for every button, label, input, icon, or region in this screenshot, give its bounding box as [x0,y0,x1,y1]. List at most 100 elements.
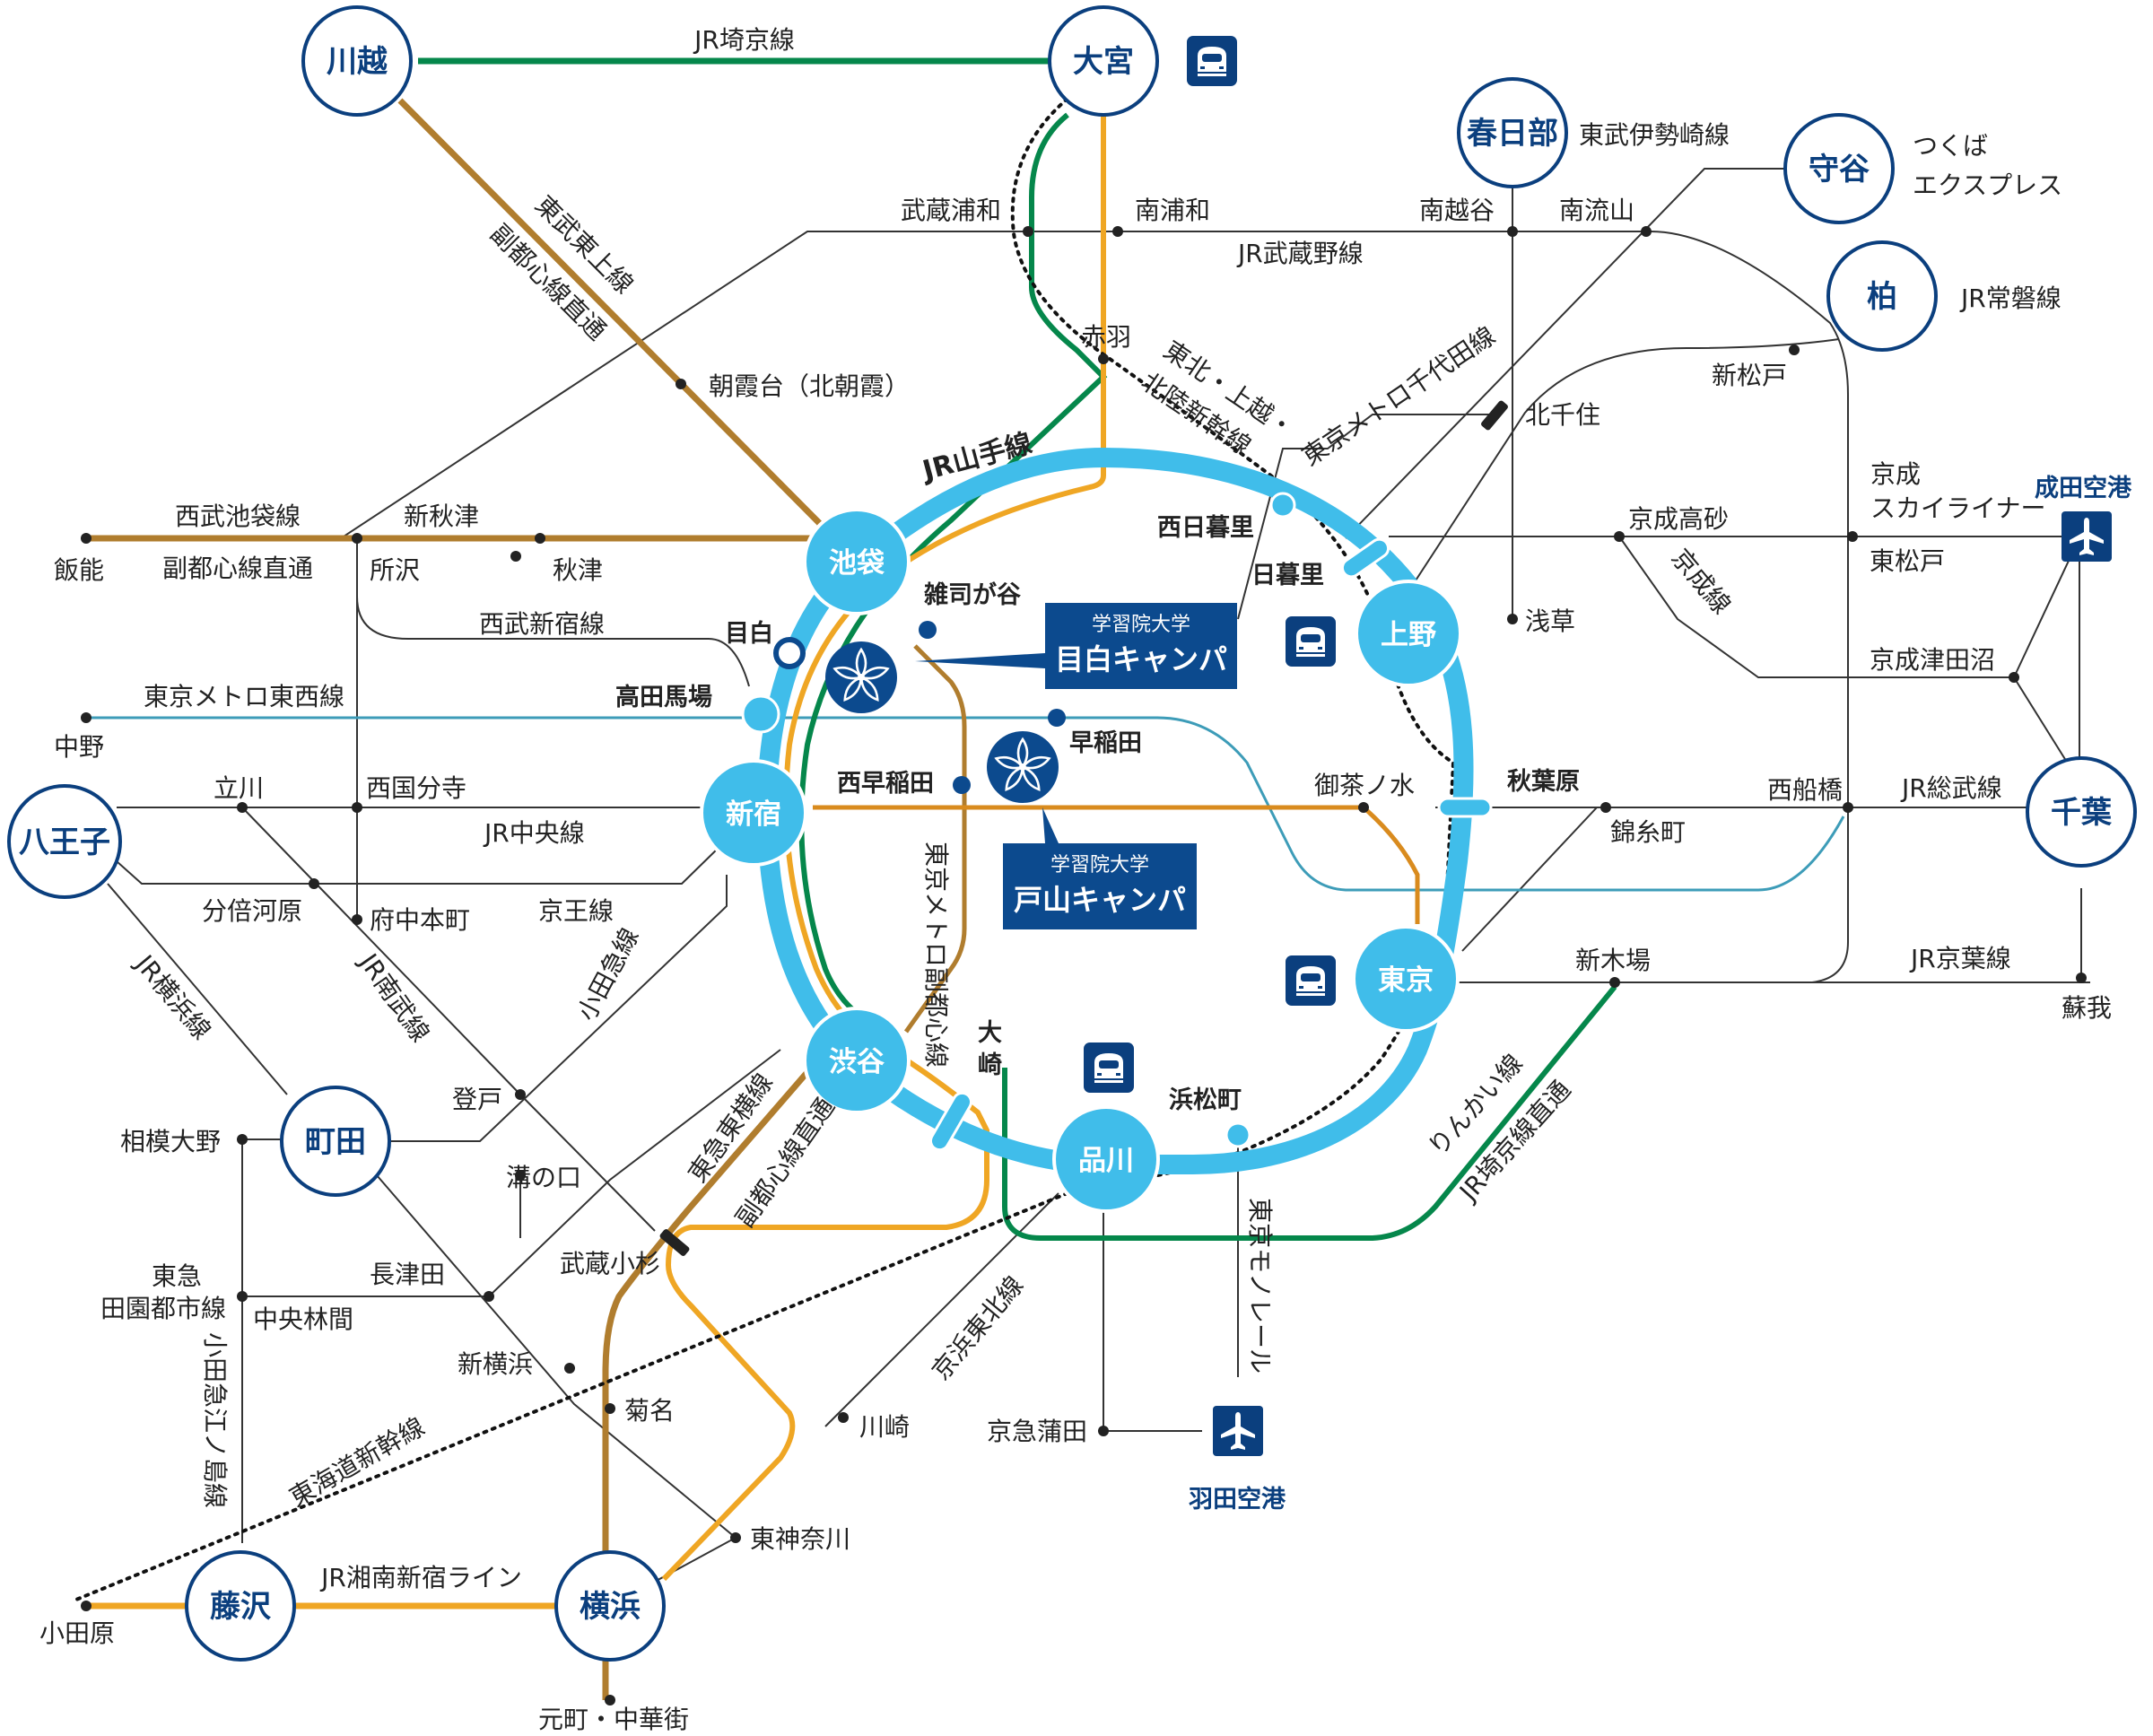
machida-hub [280,1086,391,1197]
zoshigaya-dot [919,621,937,639]
minamiurawa-label: 南浦和 [1135,196,1210,225]
shinjuku-label: 新宿 [726,798,781,831]
enoshima-label: 小田急江ノ島線 [200,1332,230,1508]
toyama-campus-box[interactable]: 学習院大学 戸山キャンパス [1003,843,1197,958]
metro-dots [919,621,1066,794]
metro-fukutoshin-line [903,644,967,1034]
omiya-hub [1048,5,1159,117]
mizonokuchi-label: 溝の口 [506,1163,581,1192]
rinkai-line [1002,985,1617,1241]
sobu-ext [1461,807,1598,952]
tobu-isesaki-label: 東武伊勢崎線 [1579,120,1730,150]
higashimatsudo-label: 東松戸 [1870,546,1945,576]
shonan-shinjuku-line [661,115,1106,1582]
shinyokohama-label: 新横浜 [458,1349,533,1379]
tokyo-label: 東京 [1378,964,1434,997]
machida-label: 町田 [305,1124,366,1160]
mejiro-station [773,637,806,669]
musashino-line [269,231,1849,983]
haneda-airport-label: 羽田空港 [1189,1485,1286,1514]
odawara-label: 小田原 [39,1618,115,1648]
denentoshi-label-2: 田園都市線 [100,1294,226,1323]
osaki-label-2: 崎 [978,1051,1002,1079]
mejiro-campus-school: 学習院大学 [1091,614,1190,636]
tokaido-shinkansen [70,1191,1069,1603]
musashikosugi-label: 武蔵小杉 [560,1249,660,1278]
mejiro-label: 目白 [725,619,773,648]
higashikanagawa-label: 東神奈川 [750,1524,850,1554]
metro-fukutoshin-label: 東京メトロ副都心線 [921,842,951,1068]
keisei-label: 京成線 [1666,543,1737,620]
nishinippori-label: 西日暮里 [1157,514,1254,542]
yokohama-hub [554,1550,666,1662]
sagamiono-label: 相模大野 [120,1127,221,1156]
mejiro-campus-pointer [915,653,1045,668]
keiseitsudanuma-label: 京成津田沼 [1870,645,1995,675]
kinshicho-label: 錦糸町 [1610,817,1686,847]
kasukabe-hub [1457,77,1568,188]
haneda-airport-icon [1213,1406,1263,1456]
toyama-campus-emblem-icon [987,731,1059,803]
tokorozawa-label: 所沢 [370,555,420,585]
shinjuku-station [700,759,807,867]
nippori-label: 日暮里 [1251,562,1324,589]
saikyo-label: JR埼京線 [693,25,795,55]
chuorinkan-label: 中央林間 [253,1304,353,1334]
jr-yokohama-line [107,883,288,1095]
skyliner-label-1: 京成 [1870,459,1921,489]
seibu-shinjuku-label: 西武新宿線 [479,609,605,639]
mejiro-campus-emblem-icon [825,641,897,713]
shinkiba-label: 新木場 [1575,946,1651,975]
odakyu-label: 小田急線 [571,923,645,1025]
fujisawa-label: 藤沢 [210,1589,272,1625]
shibuya-label: 渋谷 [829,1046,885,1078]
skyliner-label-2: スカイライナー [1870,493,2045,523]
chiyoda-label: 東京メトロ千代田線 [1296,321,1500,472]
keio-line [116,842,724,885]
mejiro-campus-box[interactable]: 学習院大学 目白キャンパス [1045,603,1237,718]
toyama-campus-school: 学習院大学 [1050,854,1149,877]
narita-airport-icon [2061,511,2112,562]
monorail-label: 東京モノレール [1245,1198,1275,1374]
moriya-hub [1783,113,1895,224]
asakusa-label: 浅草 [1525,606,1575,636]
denentoshi-line [242,1049,781,1297]
osaki-station [929,1091,972,1152]
akitsu-label: 秋津 [553,555,603,585]
noborito-label: 登戸 [452,1085,502,1114]
keihin-tohoku-label: 京浜東北線 [926,1270,1029,1385]
ueno-shinkansen-icon [1286,616,1336,667]
chiba-label: 千葉 [2051,795,2113,831]
kitasenju-station [1481,400,1508,431]
toyama-campus-name: 戸山キャンパス [1013,883,1186,958]
nishifunabashi-label: 西船橋 [1767,775,1843,805]
keio-label: 京王線 [538,896,614,926]
tsukuba-label-2: エクスプレス [1913,170,2062,200]
nishiwaseda-dot [953,776,971,794]
tozai-label: 東京メトロ東西線 [144,682,344,711]
ikebukuro-label: 池袋 [829,547,885,580]
takadanobaba-label: 高田馬場 [615,683,712,711]
minaminagareyama-label: 南流山 [1559,196,1634,225]
nishikokubunji-label: 西国分寺 [366,773,466,803]
denentoshi-label-1: 東急 [152,1261,202,1291]
akihabara-label: 秋葉原 [1507,768,1580,796]
fujisawa-hub [185,1550,296,1662]
hanno-label: 飯能 [54,555,104,585]
thin-lines [107,168,2090,1607]
tsukuba-label-1: つくば [1913,131,1988,161]
shinmatsudo-label: 新松戸 [1712,361,1787,390]
tokyo-shinkansen-icon [1286,955,1336,1006]
odakyu-line [377,875,728,1142]
ring-stations: 池袋 新宿 渋谷 品川 東京 上野 [700,508,1462,1213]
kawagoe-hub [301,5,413,117]
toyama-campus-pointer [1042,807,1059,843]
chiba-hub [2026,756,2137,868]
shinagawa-label: 品川 [1078,1145,1134,1177]
waseda-dot [1048,709,1066,727]
keikyukamata-label: 京急蒲田 [987,1417,1087,1446]
osaki-label-1: 大 [978,1019,1002,1047]
kawasaki-label: 川崎 [859,1412,910,1442]
musashikosugi-station [659,1229,690,1256]
